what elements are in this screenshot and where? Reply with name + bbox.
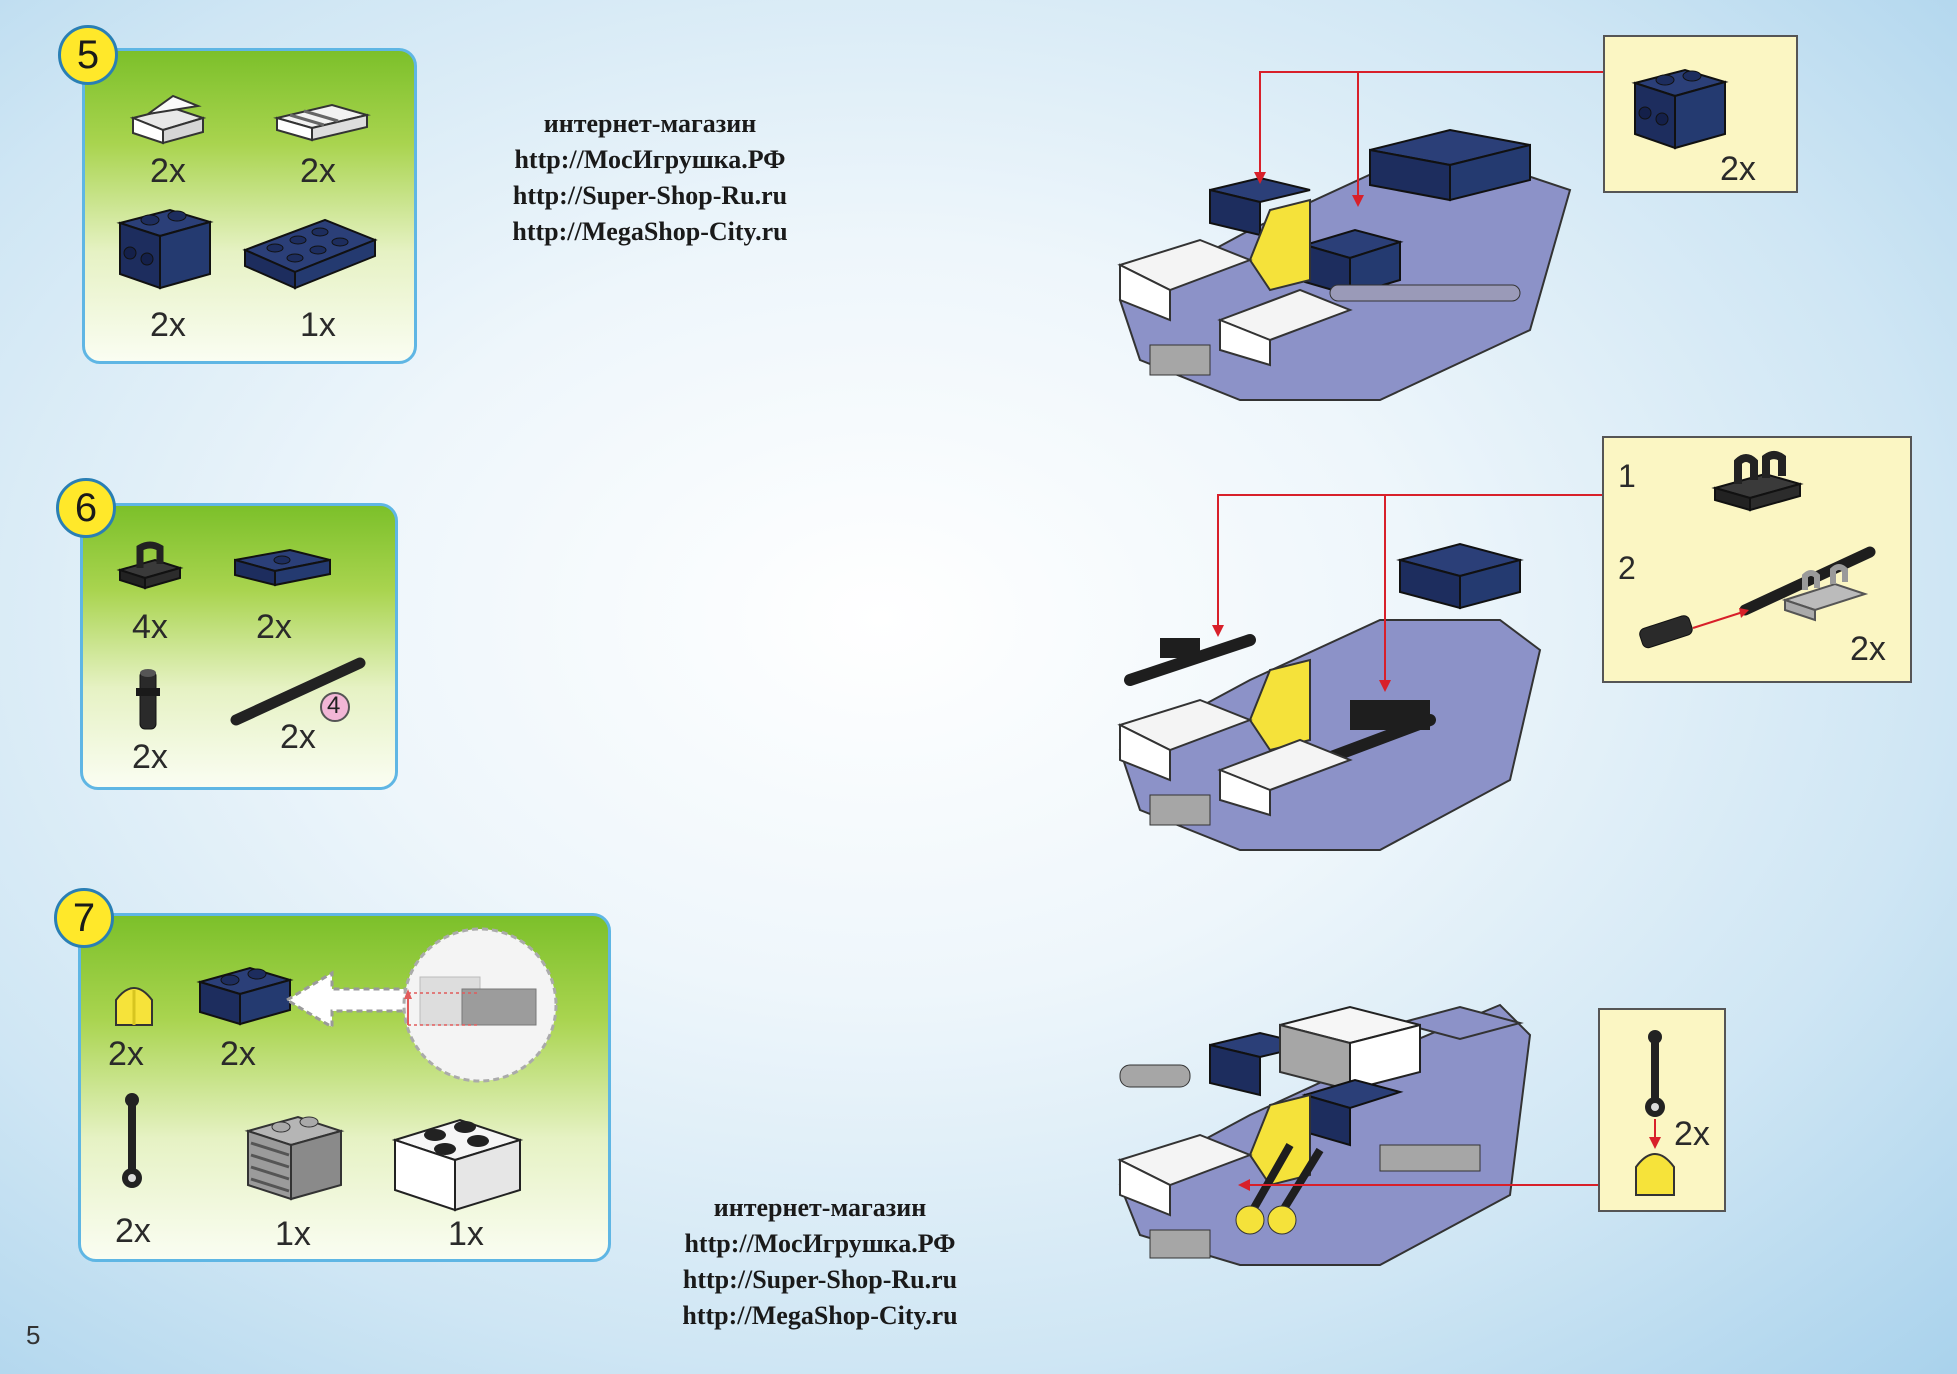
callout-3-qty: 2x (1674, 1115, 1710, 1153)
callout-2-substep-1: 1 (1618, 458, 1636, 494)
step-6-qty-2: 2x (256, 608, 292, 646)
model-assembly-step-6 (1117, 542, 1542, 851)
side-stud-brick-navy-icon (116, 208, 214, 290)
grille-plate-white-icon (273, 103, 371, 142)
brick-2x2-white-icon (391, 1118, 524, 1212)
shop-link-2[interactable]: http://Super-Shop-Ru.ru (682, 1265, 958, 1294)
plate-2x4-navy-icon (242, 218, 378, 290)
link-arm-with-cap-icon (1635, 1030, 1675, 1196)
step-6-badge: 6 (56, 478, 116, 538)
light-cap-yellow-icon (115, 987, 153, 1026)
step-6-parts-panel (80, 503, 398, 790)
length-marker-label: 4 (327, 692, 341, 719)
link-arm-black-icon (122, 1093, 142, 1188)
axle-rod-black-icon (230, 657, 366, 726)
model-assembly-step-5 (1117, 128, 1572, 401)
shop-watermark-top: интернет-магазин http://МосИгрушка.РФ ht… (470, 106, 830, 250)
step-5-qty-4: 1x (300, 306, 336, 344)
step-7-qty-4: 1x (275, 1215, 311, 1253)
step-5-badge: 5 (58, 25, 118, 85)
shop-watermark-title: интернет-магазин (713, 1193, 927, 1222)
shop-link-1[interactable]: http://МосИгрушка.РФ (684, 1229, 956, 1258)
step-7-qty-3: 2x (115, 1212, 151, 1250)
step-6-qty-3: 2x (132, 738, 168, 776)
shop-watermark-bottom: интернет-магазин http://МосИгрушка.РФ ht… (640, 1190, 1000, 1334)
detail-zoom-circle-icon (402, 927, 558, 1083)
shop-watermark-title: интернет-магазин (543, 109, 757, 138)
pin-connector-black-icon (136, 669, 160, 730)
callout-2-substep-2: 2 (1618, 550, 1636, 586)
step-5-parts-panel (82, 48, 417, 364)
clip-plate-black-icon (1711, 451, 1804, 512)
step-5-qty-1: 2x (150, 152, 186, 190)
step-5-qty-2: 2x (300, 152, 336, 190)
shop-link-2[interactable]: http://Super-Shop-Ru.ru (512, 181, 788, 210)
step-7-qty-5: 1x (448, 1215, 484, 1253)
step-6-qty-4: 2x (280, 718, 316, 756)
clip-plate-black-icon (116, 541, 184, 590)
callout-2-qty: 2x (1850, 630, 1886, 668)
shop-link-1[interactable]: http://МосИгрушка.РФ (514, 145, 786, 174)
step-5-qty-3: 2x (150, 306, 186, 344)
axle-clip-assembly-icon (1639, 546, 1876, 649)
model-assembly-step-7 (1117, 1003, 1532, 1266)
slope-brick-white-icon (129, 94, 207, 145)
step-6-qty-1: 4x (132, 608, 168, 646)
side-stud-brick-navy-icon (1631, 68, 1729, 150)
brick-1x2-navy-icon (196, 966, 294, 1026)
grille-brick-grey-icon (244, 1115, 345, 1201)
step-7-qty-2: 2x (220, 1035, 256, 1073)
plate-1x2-navy-icon (234, 548, 331, 587)
shop-link-3[interactable]: http://MegaShop-City.ru (512, 217, 788, 246)
shop-link-3[interactable]: http://MegaShop-City.ru (682, 1301, 958, 1330)
step-7-badge: 7 (54, 888, 114, 948)
page-number: 5 (26, 1320, 41, 1350)
length-marker-circle-icon (320, 692, 350, 722)
step-7-qty-1: 2x (108, 1035, 144, 1073)
callout-1-qty: 2x (1720, 150, 1756, 188)
